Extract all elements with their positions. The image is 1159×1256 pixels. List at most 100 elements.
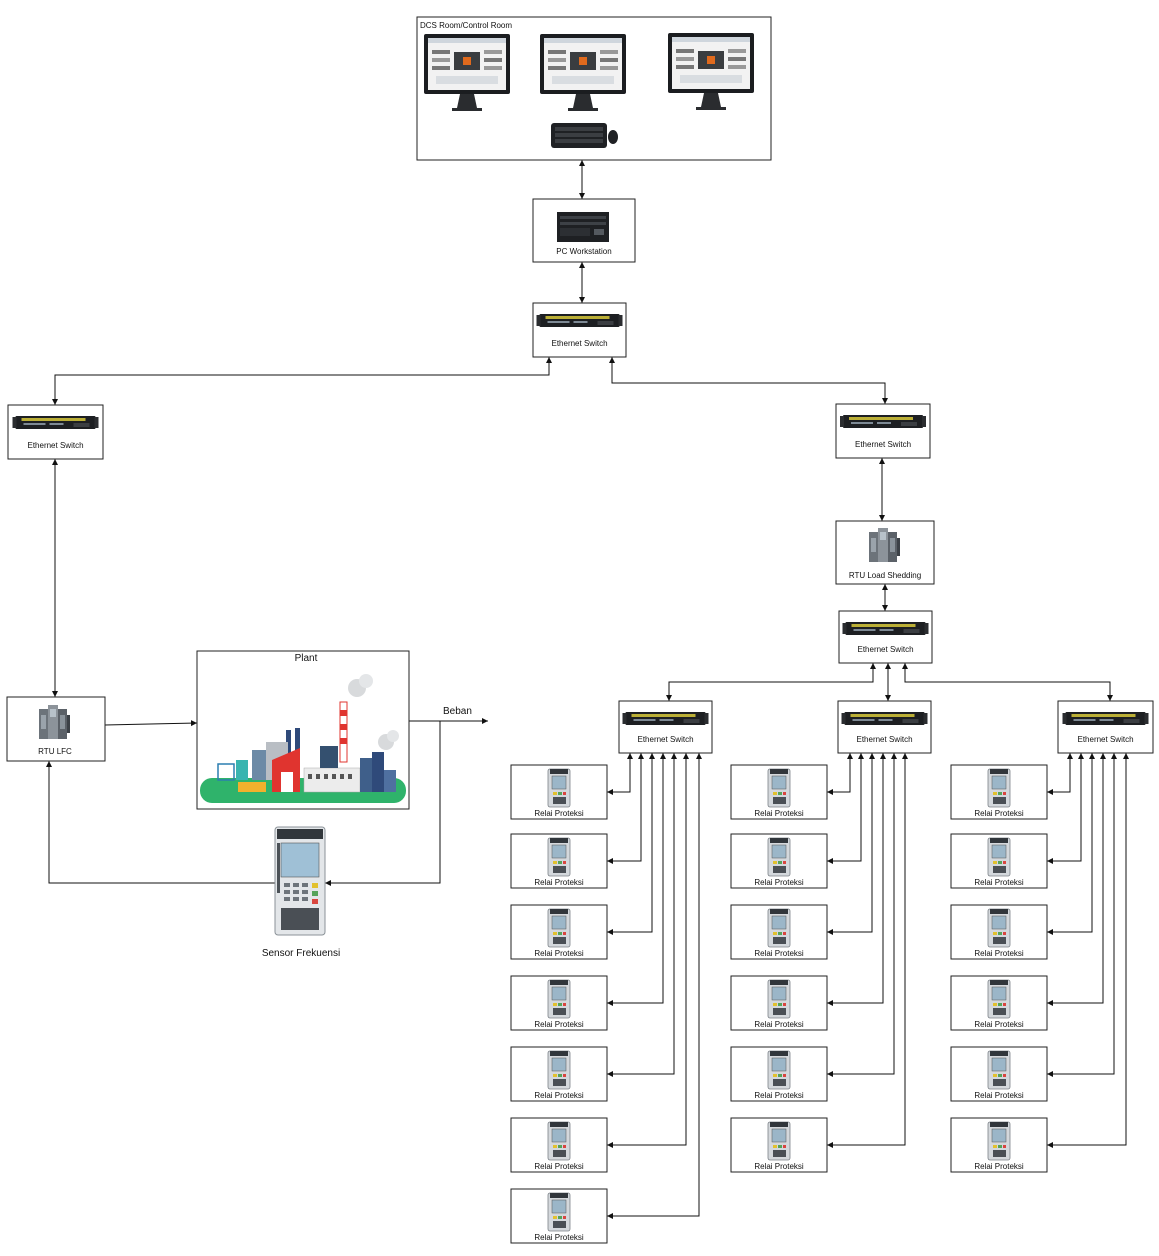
server-icon bbox=[557, 212, 609, 242]
relay-icon bbox=[547, 1121, 571, 1161]
relay-icon bbox=[547, 768, 571, 808]
relay-proteksi-label: Relai Proteksi bbox=[974, 1091, 1024, 1100]
pc-workstation[interactable]: PC Workstation bbox=[532, 198, 636, 263]
relay-connector bbox=[607, 753, 633, 795]
relay-connector bbox=[1047, 753, 1106, 1006]
ethernet-switch-icon bbox=[536, 314, 623, 327]
connector bbox=[52, 357, 552, 405]
relay-proteksi[interactable]: Relai Proteksi bbox=[730, 975, 828, 1031]
relay-proteksi[interactable]: Relai Proteksi bbox=[510, 1188, 608, 1244]
rtu-load-shedding[interactable]: RTU Load Shedding bbox=[835, 520, 935, 585]
ethernet-switch-icon bbox=[841, 712, 928, 725]
ethernet-switch-label: Ethernet Switch bbox=[1077, 735, 1133, 744]
relay-proteksi-label: Relai Proteksi bbox=[534, 1162, 584, 1171]
plant-box[interactable]: Plant bbox=[196, 650, 410, 810]
relay-icon bbox=[987, 837, 1011, 877]
relay-proteksi[interactable]: Relai Proteksi bbox=[950, 764, 1048, 820]
relay-icon bbox=[547, 1050, 571, 1090]
keyboard-icon bbox=[551, 123, 607, 148]
relay-proteksi-label: Relai Proteksi bbox=[974, 1162, 1024, 1171]
relay-icon bbox=[987, 1050, 1011, 1090]
relay-connector bbox=[1047, 753, 1073, 795]
relay-icon bbox=[547, 979, 571, 1019]
relay-proteksi[interactable]: Relai Proteksi bbox=[950, 1117, 1048, 1173]
relay-connector bbox=[827, 753, 853, 795]
frequency-sensor-icon bbox=[274, 826, 326, 936]
relay-icon bbox=[767, 908, 791, 948]
relay-proteksi[interactable]: Relai Proteksi bbox=[510, 904, 608, 960]
switch-feeder-2[interactable]: Ethernet Switch bbox=[837, 700, 932, 754]
ethernet-switch-label: Ethernet Switch bbox=[551, 339, 607, 348]
relay-icon bbox=[987, 979, 1011, 1019]
rtu-icon bbox=[39, 705, 70, 739]
relay-proteksi-label: Relai Proteksi bbox=[754, 949, 804, 958]
relay-proteksi[interactable]: Relai Proteksi bbox=[950, 833, 1048, 889]
relay-proteksi-label: Relai Proteksi bbox=[534, 1020, 584, 1029]
relay-proteksi[interactable]: Relai Proteksi bbox=[510, 1046, 608, 1102]
beban-label: Beban bbox=[443, 706, 472, 717]
relay-proteksi[interactable]: Relai Proteksi bbox=[950, 904, 1048, 960]
switch-feeder-1[interactable]: Ethernet Switch bbox=[618, 700, 713, 754]
ethernet-switch-label: Ethernet Switch bbox=[27, 441, 83, 450]
relay-connector bbox=[607, 753, 644, 864]
plant-label: Plant bbox=[295, 653, 318, 664]
relay-connector bbox=[827, 753, 864, 864]
relay-proteksi[interactable]: Relai Proteksi bbox=[730, 1117, 828, 1173]
rtu-lfc[interactable]: RTU LFC bbox=[6, 696, 106, 762]
factory-icon bbox=[200, 674, 406, 803]
ethernet-switch-icon bbox=[842, 622, 929, 635]
connector bbox=[666, 663, 876, 701]
rtu-lfc-label: RTU LFC bbox=[38, 747, 72, 756]
relay-proteksi[interactable]: Relai Proteksi bbox=[510, 1117, 608, 1173]
relay-proteksi[interactable]: Relai Proteksi bbox=[950, 1046, 1048, 1102]
relay-proteksi[interactable]: Relai Proteksi bbox=[730, 1046, 828, 1102]
relay-proteksi[interactable]: Relai Proteksi bbox=[510, 764, 608, 820]
relay-proteksi[interactable]: Relai Proteksi bbox=[950, 975, 1048, 1031]
relay-connector bbox=[607, 753, 666, 1006]
connector bbox=[46, 761, 275, 884]
ethernet-switch-label: Ethernet Switch bbox=[855, 440, 911, 449]
relay-proteksi[interactable]: Relai Proteksi bbox=[730, 764, 828, 820]
switch-left[interactable]: Ethernet Switch bbox=[7, 404, 104, 460]
relay-proteksi-label: Relai Proteksi bbox=[754, 809, 804, 818]
relay-icon bbox=[987, 908, 1011, 948]
relay-proteksi-label: Relai Proteksi bbox=[534, 809, 584, 818]
relay-proteksi[interactable]: Relai Proteksi bbox=[510, 975, 608, 1031]
relay-connector bbox=[607, 753, 702, 1219]
relay-connector bbox=[827, 753, 908, 1148]
relay-proteksi-label: Relai Proteksi bbox=[754, 1162, 804, 1171]
relay-proteksi-label: Relai Proteksi bbox=[974, 949, 1024, 958]
connectors bbox=[46, 160, 1129, 1219]
ethernet-switch-icon bbox=[1062, 712, 1149, 725]
relay-connector bbox=[1047, 753, 1084, 864]
switch-feeder-3[interactable]: Ethernet Switch bbox=[1057, 700, 1154, 754]
relay-icon bbox=[767, 1121, 791, 1161]
relay-connector bbox=[1047, 753, 1129, 1148]
mouse-icon bbox=[608, 130, 618, 144]
relay-proteksi-label: Relai Proteksi bbox=[974, 809, 1024, 818]
relay-proteksi-label: Relai Proteksi bbox=[754, 878, 804, 887]
relay-proteksi-label: Relai Proteksi bbox=[534, 1233, 584, 1242]
relay-icon bbox=[767, 979, 791, 1019]
relay-proteksi[interactable]: Relai Proteksi bbox=[510, 833, 608, 889]
pc-workstation-label: PC Workstation bbox=[556, 247, 611, 256]
switch-right[interactable]: Ethernet Switch bbox=[835, 403, 931, 459]
ethernet-switch-label: Ethernet Switch bbox=[857, 645, 913, 654]
rtu-load-shedding-label: RTU Load Shedding bbox=[849, 571, 921, 580]
relay-proteksi[interactable]: Relai Proteksi bbox=[730, 833, 828, 889]
relay-proteksi-label: Relai Proteksi bbox=[534, 949, 584, 958]
sensor-frekuensi[interactable]: Sensor Frekuensi bbox=[262, 826, 340, 959]
control-room-box: DCS Room/Control Room bbox=[416, 16, 772, 161]
connector bbox=[609, 357, 888, 404]
relay-icon bbox=[987, 768, 1011, 808]
relay-proteksi-label: Relai Proteksi bbox=[974, 1020, 1024, 1029]
relay-proteksi-label: Relai Proteksi bbox=[754, 1091, 804, 1100]
relay-icon bbox=[767, 1050, 791, 1090]
connector bbox=[104, 720, 198, 727]
relay-connector bbox=[827, 753, 886, 1006]
switch-main[interactable]: Ethernet Switch bbox=[532, 302, 627, 358]
relay-proteksi[interactable]: Relai Proteksi bbox=[730, 904, 828, 960]
connector bbox=[325, 721, 441, 886]
switch-distribution[interactable]: Ethernet Switch bbox=[838, 610, 933, 664]
